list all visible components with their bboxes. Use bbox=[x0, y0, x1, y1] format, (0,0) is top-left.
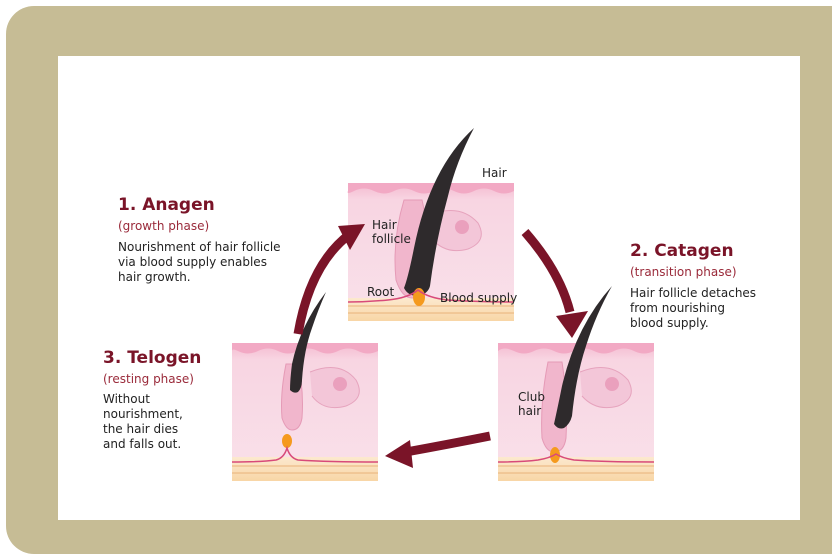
blood-supply-label: Blood supply bbox=[440, 291, 517, 305]
catagen-description: Hair follicle detaches from nourishing b… bbox=[630, 286, 790, 331]
telogen-subtitle: (resting phase) bbox=[103, 372, 194, 386]
catagen-subtitle: (transition phase) bbox=[630, 265, 737, 279]
arrow-anagen-to-catagen bbox=[525, 232, 588, 338]
anagen-subtitle: (growth phase) bbox=[118, 219, 209, 233]
hair-label: Hair bbox=[482, 166, 507, 180]
telogen-title: 3. Telogen bbox=[103, 348, 201, 368]
root-label: Root bbox=[367, 285, 394, 299]
anagen-description: Nourishment of hair follicle via blood s… bbox=[118, 240, 318, 285]
telogen-description: Without nourishment, the hair dies and f… bbox=[103, 392, 223, 452]
anagen-title: 1. Anagen bbox=[118, 195, 215, 215]
hair-follicle-label: Hair follicle bbox=[372, 218, 411, 246]
catagen-title: 2. Catagen bbox=[630, 241, 734, 261]
club-hair-label: Club hair bbox=[518, 390, 545, 418]
arrow-catagen-to-telogen bbox=[385, 436, 490, 468]
